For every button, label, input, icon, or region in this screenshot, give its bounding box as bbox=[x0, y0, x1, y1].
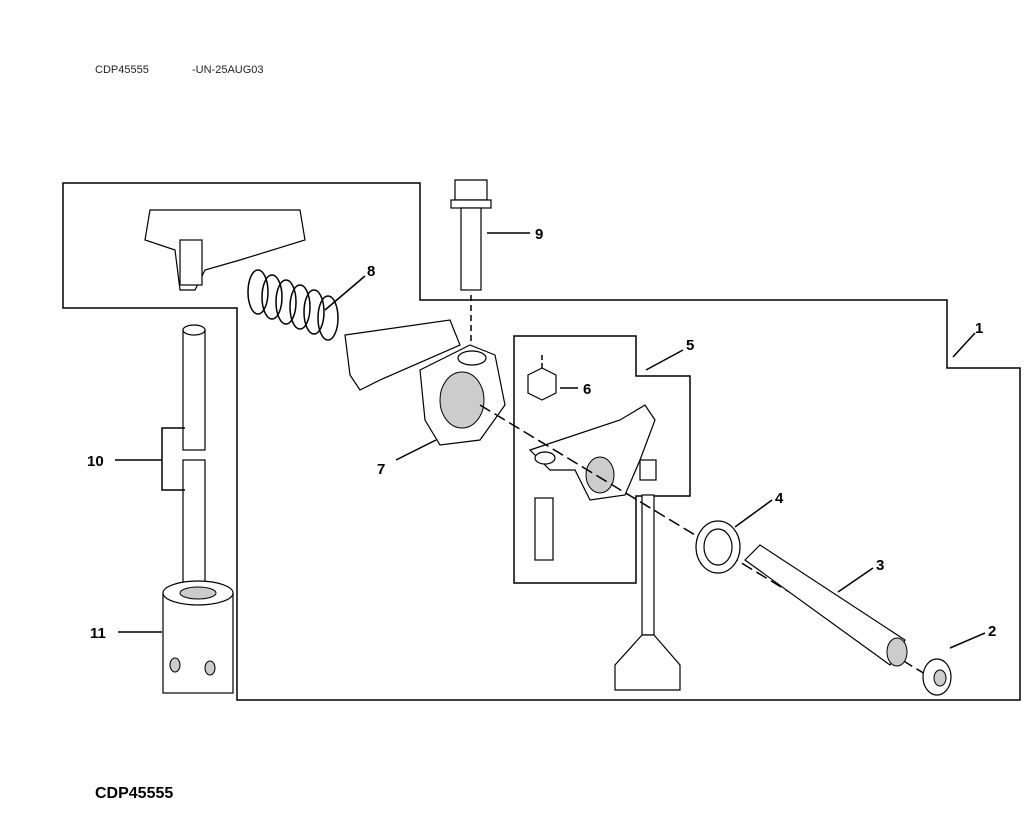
rocker-arm-rear bbox=[144, 209, 461, 391]
spring bbox=[247, 269, 339, 341]
callout-1: 1 bbox=[975, 320, 983, 337]
callout-9: 9 bbox=[535, 226, 543, 243]
rocker-shaft bbox=[744, 544, 908, 667]
plug-center bbox=[933, 669, 947, 687]
callout-3: 3 bbox=[876, 557, 884, 574]
callout-2: 2 bbox=[988, 623, 996, 640]
leader-lines bbox=[115, 232, 986, 649]
footer-figure-id: CDP45555 bbox=[95, 785, 174, 802]
valve bbox=[614, 494, 681, 691]
callout-8: 8 bbox=[367, 263, 375, 280]
callout-11: 11 bbox=[90, 625, 106, 642]
header-figure-id: CDP45555 bbox=[95, 64, 149, 76]
washer-hole bbox=[703, 528, 733, 566]
assembly-outline bbox=[62, 182, 1021, 701]
tappet bbox=[162, 580, 234, 694]
rocker-arm-front bbox=[528, 404, 657, 561]
rocker-support bbox=[419, 344, 506, 446]
callout-7: 7 bbox=[377, 461, 385, 478]
callout-6: 6 bbox=[583, 381, 591, 398]
callout-5: 5 bbox=[686, 337, 694, 354]
nut bbox=[527, 355, 557, 401]
callout-10: 10 bbox=[87, 453, 104, 470]
push-rod bbox=[182, 324, 206, 591]
subassembly-outline bbox=[513, 335, 691, 584]
header-code: -UN-25AUG03 bbox=[192, 64, 264, 76]
callout-4: 4 bbox=[775, 490, 784, 507]
bolt bbox=[450, 179, 492, 350]
